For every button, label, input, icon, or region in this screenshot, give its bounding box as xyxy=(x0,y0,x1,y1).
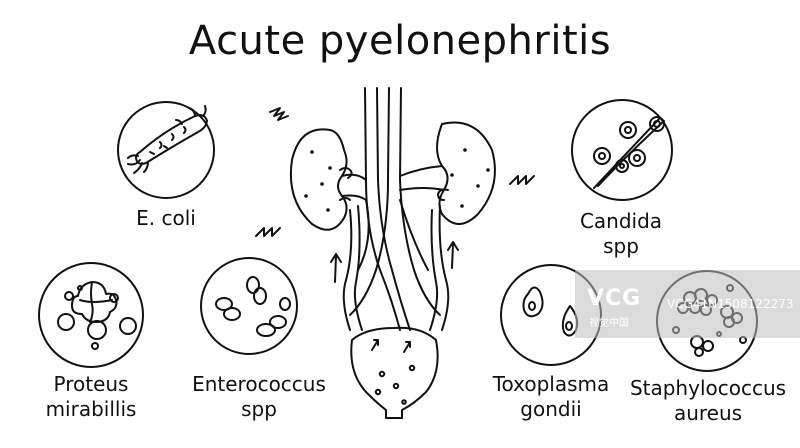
right-kidney-icon xyxy=(436,121,496,225)
watermark-id: VCG41N1508122273 xyxy=(667,297,794,311)
toxoplasma-tachyzoite-icon xyxy=(522,286,579,337)
label-ecoli: E. coli xyxy=(116,206,216,231)
watermark-logo: VCG xyxy=(587,286,642,311)
candida-line-2: spp xyxy=(603,234,639,258)
pain-zigzag-icon xyxy=(269,107,289,121)
pain-zigzag-icon xyxy=(255,227,281,237)
enterococcus-circle xyxy=(200,257,298,355)
arrow-up-icon xyxy=(330,253,342,283)
proteus-line-2: mirabillis xyxy=(45,397,137,421)
staphylococcus-line-2: aureus xyxy=(673,401,743,425)
candida-circle xyxy=(571,99,673,201)
proteus-circle xyxy=(38,262,144,368)
enterococcus-line-1: Enterococcus xyxy=(192,372,326,396)
left-kidney-icon xyxy=(289,128,348,231)
toxoplasma-line-2: gondii xyxy=(520,397,582,421)
toxoplasma-line-1: Toxoplasma xyxy=(492,372,610,396)
proteus-line-1: Proteus xyxy=(53,372,129,396)
label-candida: Candida spp xyxy=(566,209,676,259)
staphylococcus-line-1: Staphylococcus xyxy=(629,376,787,400)
candida-hypha-icon xyxy=(593,117,661,189)
proteus-cluster-icon xyxy=(57,281,137,350)
enterococcus-diplococci-icon xyxy=(215,276,291,337)
arrow-up-icon xyxy=(447,241,459,269)
label-toxoplasma: Toxoplasma gondii xyxy=(486,372,616,422)
urinary-tract-icon xyxy=(289,87,496,419)
candida-cells-icon xyxy=(593,116,665,173)
ecoli-name: E. coli xyxy=(136,206,196,230)
pain-zigzag-icon xyxy=(509,175,535,185)
ecoli-circle xyxy=(117,101,215,199)
label-proteus: Proteus mirabillis xyxy=(36,372,146,422)
label-staphylococcus: Staphylococcus aureus xyxy=(622,376,794,426)
page-title: Acute pyelonephritis xyxy=(188,18,612,64)
bladder-icon xyxy=(350,326,439,419)
watermark: VCG 视觉中国 VCG41N1508122273 xyxy=(575,270,800,338)
candida-line-1: Candida xyxy=(579,209,663,233)
watermark-cn: 视觉中国 xyxy=(589,318,629,329)
ecoli-bacterium-icon xyxy=(127,105,208,174)
enterococcus-line-2: spp xyxy=(241,397,277,421)
label-enterococcus: Enterococcus spp xyxy=(184,372,334,422)
